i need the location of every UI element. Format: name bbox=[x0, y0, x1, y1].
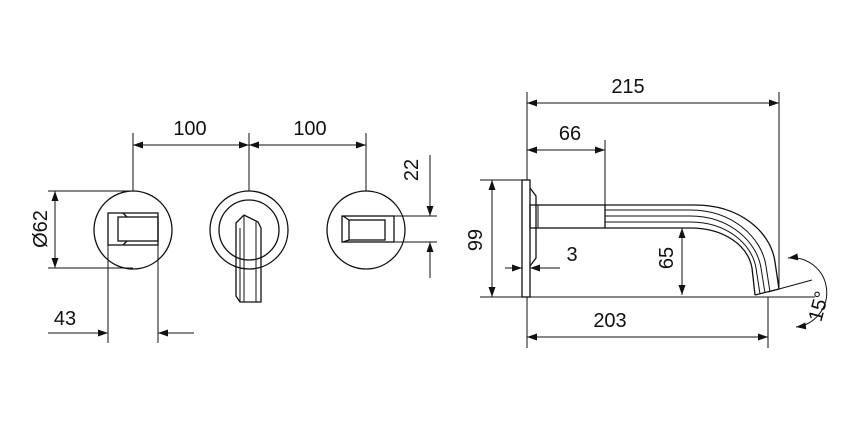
dim-spout-reach-label: 203 bbox=[593, 310, 626, 332]
side-view: 215 66 99 3 65 bbox=[465, 76, 834, 348]
spout-rosette bbox=[209, 190, 289, 303]
dim-plate-height-label: 99 bbox=[465, 229, 487, 251]
dim-overall-projection: 215 bbox=[526, 76, 780, 289]
dim-spacing-right-label: 100 bbox=[293, 118, 326, 140]
dim-plate-thickness: 3 bbox=[505, 244, 578, 272]
dim-overall-projection-label: 215 bbox=[611, 76, 644, 98]
spout-body bbox=[529, 204, 780, 296]
dim-plate-height: 99 bbox=[465, 179, 522, 298]
front-view: 100 100 Ø62 43 22 bbox=[30, 118, 437, 343]
dim-handle-height-label: 22 bbox=[401, 159, 423, 181]
right-handle-rosette bbox=[326, 190, 406, 270]
dim-handle-height: 22 bbox=[394, 155, 437, 278]
dim-spacing-left-label: 100 bbox=[173, 118, 206, 140]
wall-plate bbox=[521, 179, 537, 298]
dim-spacing: 100 100 bbox=[132, 118, 367, 191]
dim-spout-reach: 203 bbox=[526, 297, 769, 348]
dim-rosette-diameter-label: Ø62 bbox=[30, 210, 52, 248]
dim-plate-thickness-label: 3 bbox=[566, 244, 577, 266]
dim-handle-projection: 43 bbox=[48, 245, 194, 343]
dim-outlet-height-label: 65 bbox=[656, 247, 678, 269]
dim-handle-projection-label: 43 bbox=[54, 308, 76, 330]
dim-spout-body-length-label: 66 bbox=[559, 123, 581, 145]
dim-outlet-height: 65 bbox=[656, 227, 690, 295]
dim-outlet-angle-label: 15° bbox=[805, 289, 834, 324]
dim-rosette-diameter: Ø62 bbox=[30, 190, 133, 269]
dim-outlet-angle: 15° bbox=[767, 253, 834, 330]
left-handle-rosette bbox=[93, 190, 173, 270]
dim-spout-body-length: 66 bbox=[527, 123, 606, 205]
